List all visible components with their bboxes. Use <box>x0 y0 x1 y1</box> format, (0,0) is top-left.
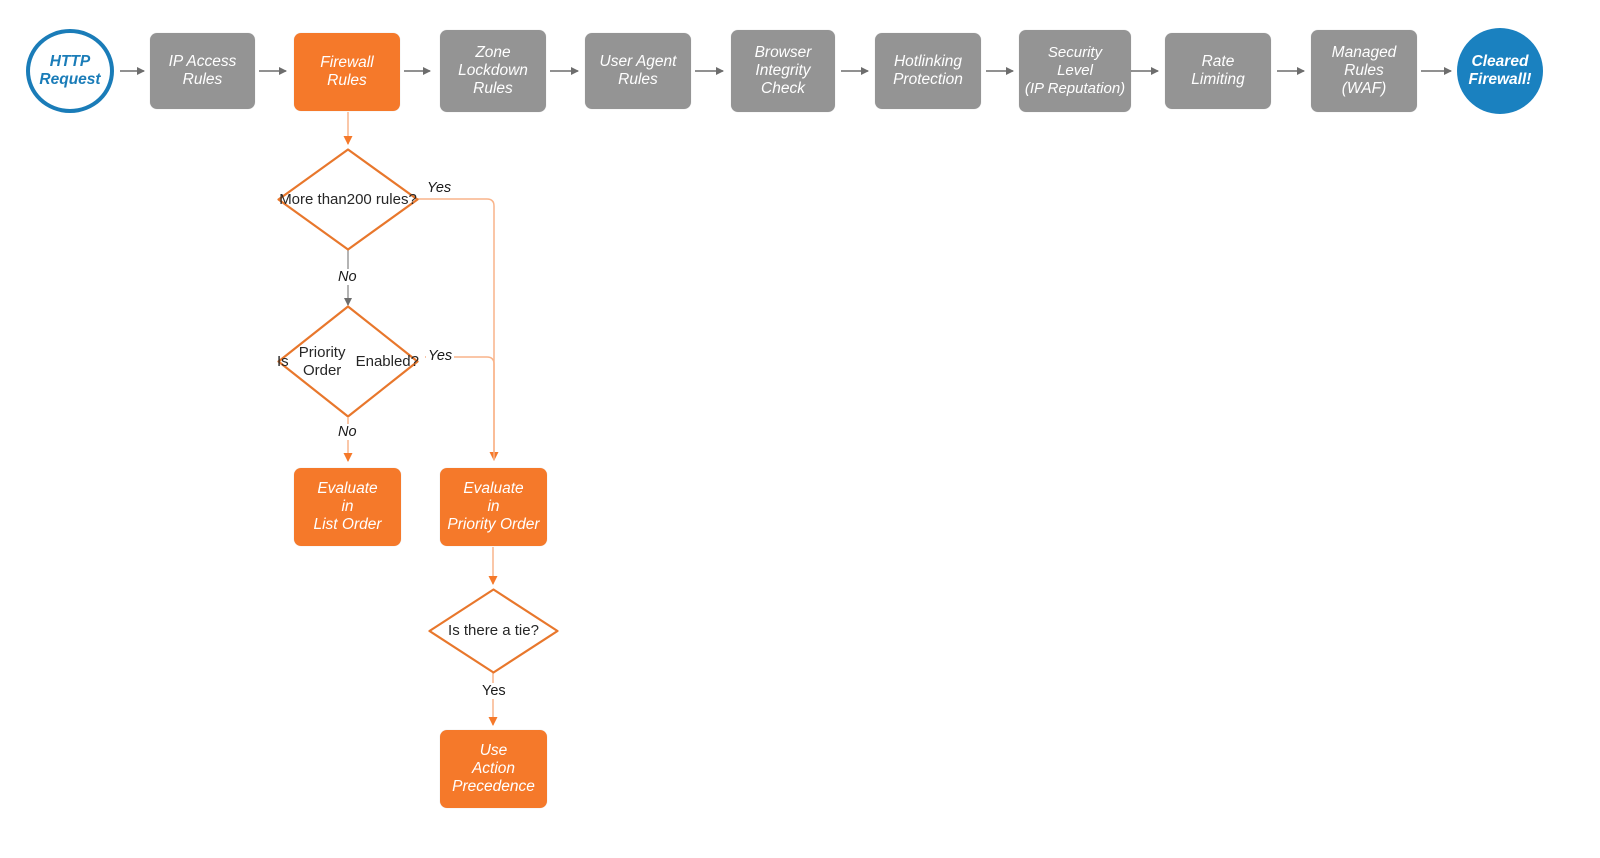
edge-label-tie-yes: Yes <box>480 683 508 699</box>
edge-label-priority-yes: Yes <box>426 348 455 364</box>
decision-label: Is there a tie? <box>448 622 539 639</box>
edge-label-more-rules-yes: Yes <box>425 180 454 196</box>
edge-decision2-yes <box>425 356 495 460</box>
edge-label-priority-no: No <box>336 424 359 440</box>
edge-label-more-rules-no: No <box>336 269 359 285</box>
decision-is-there-a-tie[interactable]: Is there a tie? <box>428 588 559 674</box>
diamond-shape <box>428 588 559 674</box>
edge-decision1-yes <box>418 198 499 461</box>
diamond-shape <box>277 148 419 251</box>
diamond-shape <box>277 305 419 418</box>
